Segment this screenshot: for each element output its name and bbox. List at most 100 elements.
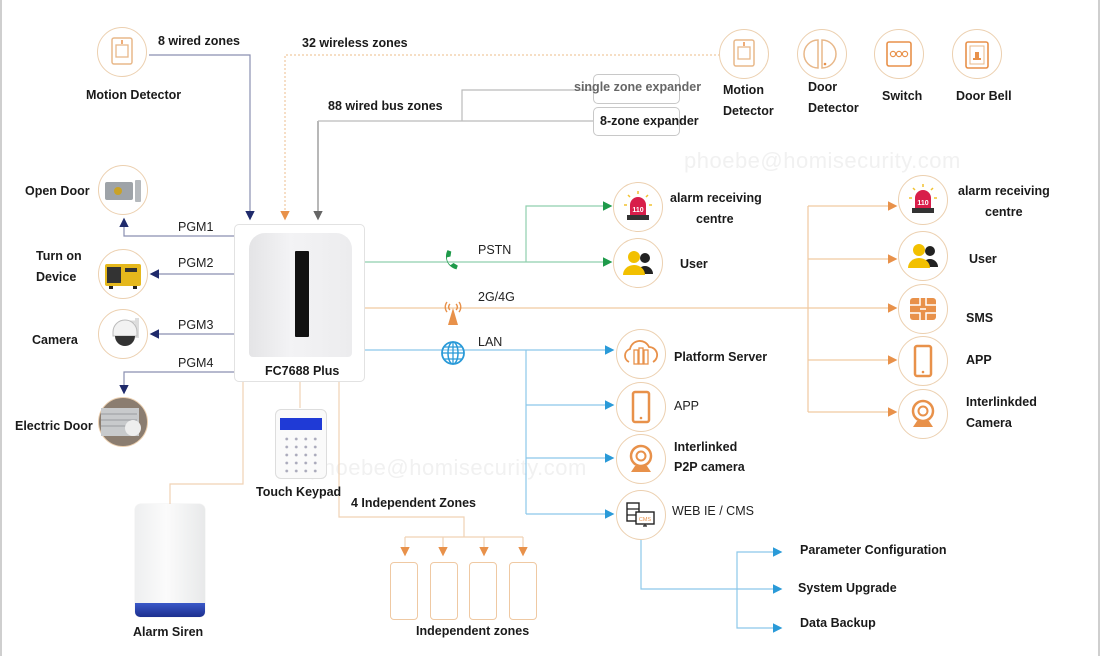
siren-line (169, 382, 244, 505)
keypad-buttons (282, 435, 320, 473)
lan-platform-server (616, 329, 666, 379)
lan-web-cms: CMS (616, 490, 666, 540)
cellular-alarm-centre-label-2: centre (985, 205, 1023, 219)
eight-zone-expander-label: 8-zone expander (600, 114, 699, 128)
siren-blue-light (135, 603, 205, 617)
lan-p2p-camera (616, 434, 666, 484)
alarm-panel-led-strip (295, 251, 309, 337)
pstn-alarm-centre: 110 (613, 182, 663, 232)
bus-zones-label: 88 wired bus zones (328, 99, 443, 113)
alarm-panel-body (249, 233, 352, 357)
turn-on-device-label-2: Device (36, 270, 77, 284)
wireless-zones-label: 32 wireless zones (302, 36, 408, 50)
cellular-alarm-centre: 110 (898, 175, 948, 225)
pgm2-label: PGM2 (178, 256, 214, 270)
door-bell-label: Door Bell (956, 89, 1012, 103)
cms-parameter-configuration: Parameter Configuration (800, 543, 947, 557)
wireless-motion-detector (719, 29, 769, 79)
pgm1-label: PGM1 (178, 220, 214, 234)
dome-camera-icon (112, 318, 139, 346)
independent-zone-3 (469, 562, 497, 620)
lan-app-label: APP (674, 399, 700, 413)
webcam-icon (629, 444, 653, 472)
wired-zones-line (149, 54, 255, 221)
lan-app (616, 382, 666, 432)
cellular-camera-label-2: Camera (966, 416, 1012, 430)
lan-p2p-camera-label-2: P2P camera (674, 460, 745, 474)
independent-zone-2 (430, 562, 458, 620)
watermark: phoebe@homisecurity.com (310, 455, 587, 480)
alarm-siren[interactable] (135, 504, 205, 617)
pstn-alarm-centre-label-1: alarm receiving (670, 191, 762, 205)
switch (874, 29, 924, 79)
pgm4-label: PGM4 (178, 356, 214, 370)
door-detector (797, 29, 847, 79)
independent-zones-line (338, 382, 465, 537)
door-bell (952, 29, 1002, 79)
generator-icon (105, 264, 141, 289)
cellular-user-label: User (969, 252, 997, 266)
users-icon (908, 244, 938, 268)
alarm-panel-model: FC7688 Plus (265, 364, 340, 378)
single-zone-expander (593, 74, 680, 104)
ptz-camera (98, 309, 148, 359)
lan-p2p-camera-label-1: Interlinked (674, 440, 738, 454)
motion-detector-label: Motion Detector (86, 88, 182, 102)
cms-line (640, 540, 783, 594)
sim-card-icon (910, 298, 936, 320)
users-icon (623, 251, 653, 275)
pstn-label: PSTN (478, 243, 512, 257)
pstn-user (613, 238, 663, 288)
switch-label: Switch (882, 89, 923, 103)
cellular-user (898, 231, 948, 281)
alarm-siren-label: Alarm Siren (133, 625, 204, 639)
globe-icon (441, 341, 465, 365)
touch-keypad-label: Touch Keypad (256, 485, 342, 499)
wireless-motion-label-1: Motion (723, 83, 764, 97)
lan-platform-server-label: Platform Server (674, 350, 768, 364)
door-detector-label-2: Detector (808, 101, 859, 115)
electric-door (98, 397, 148, 447)
cellular-app-label: APP (966, 353, 992, 367)
alarm-beacon-icon: 110 (624, 191, 652, 220)
svg-text:110: 110 (632, 207, 643, 214)
electric-door-label: Electric Door (15, 419, 93, 433)
wireless-motion-label-2: Detector (723, 104, 774, 118)
motion-detector-wired (97, 27, 147, 77)
cms-data-backup: Data Backup (800, 616, 876, 630)
cellular-alarm-centre-label-1: alarm receiving (958, 184, 1050, 198)
independent-zone-1 (390, 562, 418, 620)
eight-zone-expander (593, 107, 680, 136)
door-detector-label-1: Door (808, 80, 838, 94)
lan-web-cms-label: WEB IE / CMS (672, 504, 754, 518)
cellular-sms-label: SMS (966, 311, 994, 325)
switch-icon (886, 41, 912, 67)
pgm3-label: PGM3 (178, 318, 214, 332)
motion-detector-icon (111, 37, 133, 65)
alarm-panel[interactable]: FC7688 Plus (234, 224, 365, 382)
webcam-icon (911, 399, 935, 427)
turn-on-device-label-1: Turn on (36, 249, 82, 263)
camera-label: Camera (32, 333, 78, 347)
generator (98, 249, 148, 299)
cellular-camera (898, 389, 948, 439)
motion-detector-icon (733, 39, 755, 67)
touch-keypad[interactable] (275, 409, 327, 479)
keypad-display (280, 418, 322, 430)
door-detector-icon (803, 39, 837, 69)
roller-shutter-icon (101, 408, 141, 436)
open-door-lock (98, 165, 148, 215)
independent-zones-label: Independent zones (416, 624, 530, 638)
single-zone-expander-label: single zone expander (574, 80, 702, 94)
smartphone-icon (631, 390, 651, 424)
pgm1-line (119, 217, 234, 237)
independent-zone-4 (509, 562, 537, 620)
cellular-app (898, 336, 948, 386)
cellular-label: 2G/4G (478, 290, 515, 304)
alarm-beacon-icon: 110 (909, 184, 937, 213)
cellular-sms (898, 284, 948, 334)
cloud-server-icon (624, 340, 659, 365)
smartphone-icon (913, 344, 933, 378)
